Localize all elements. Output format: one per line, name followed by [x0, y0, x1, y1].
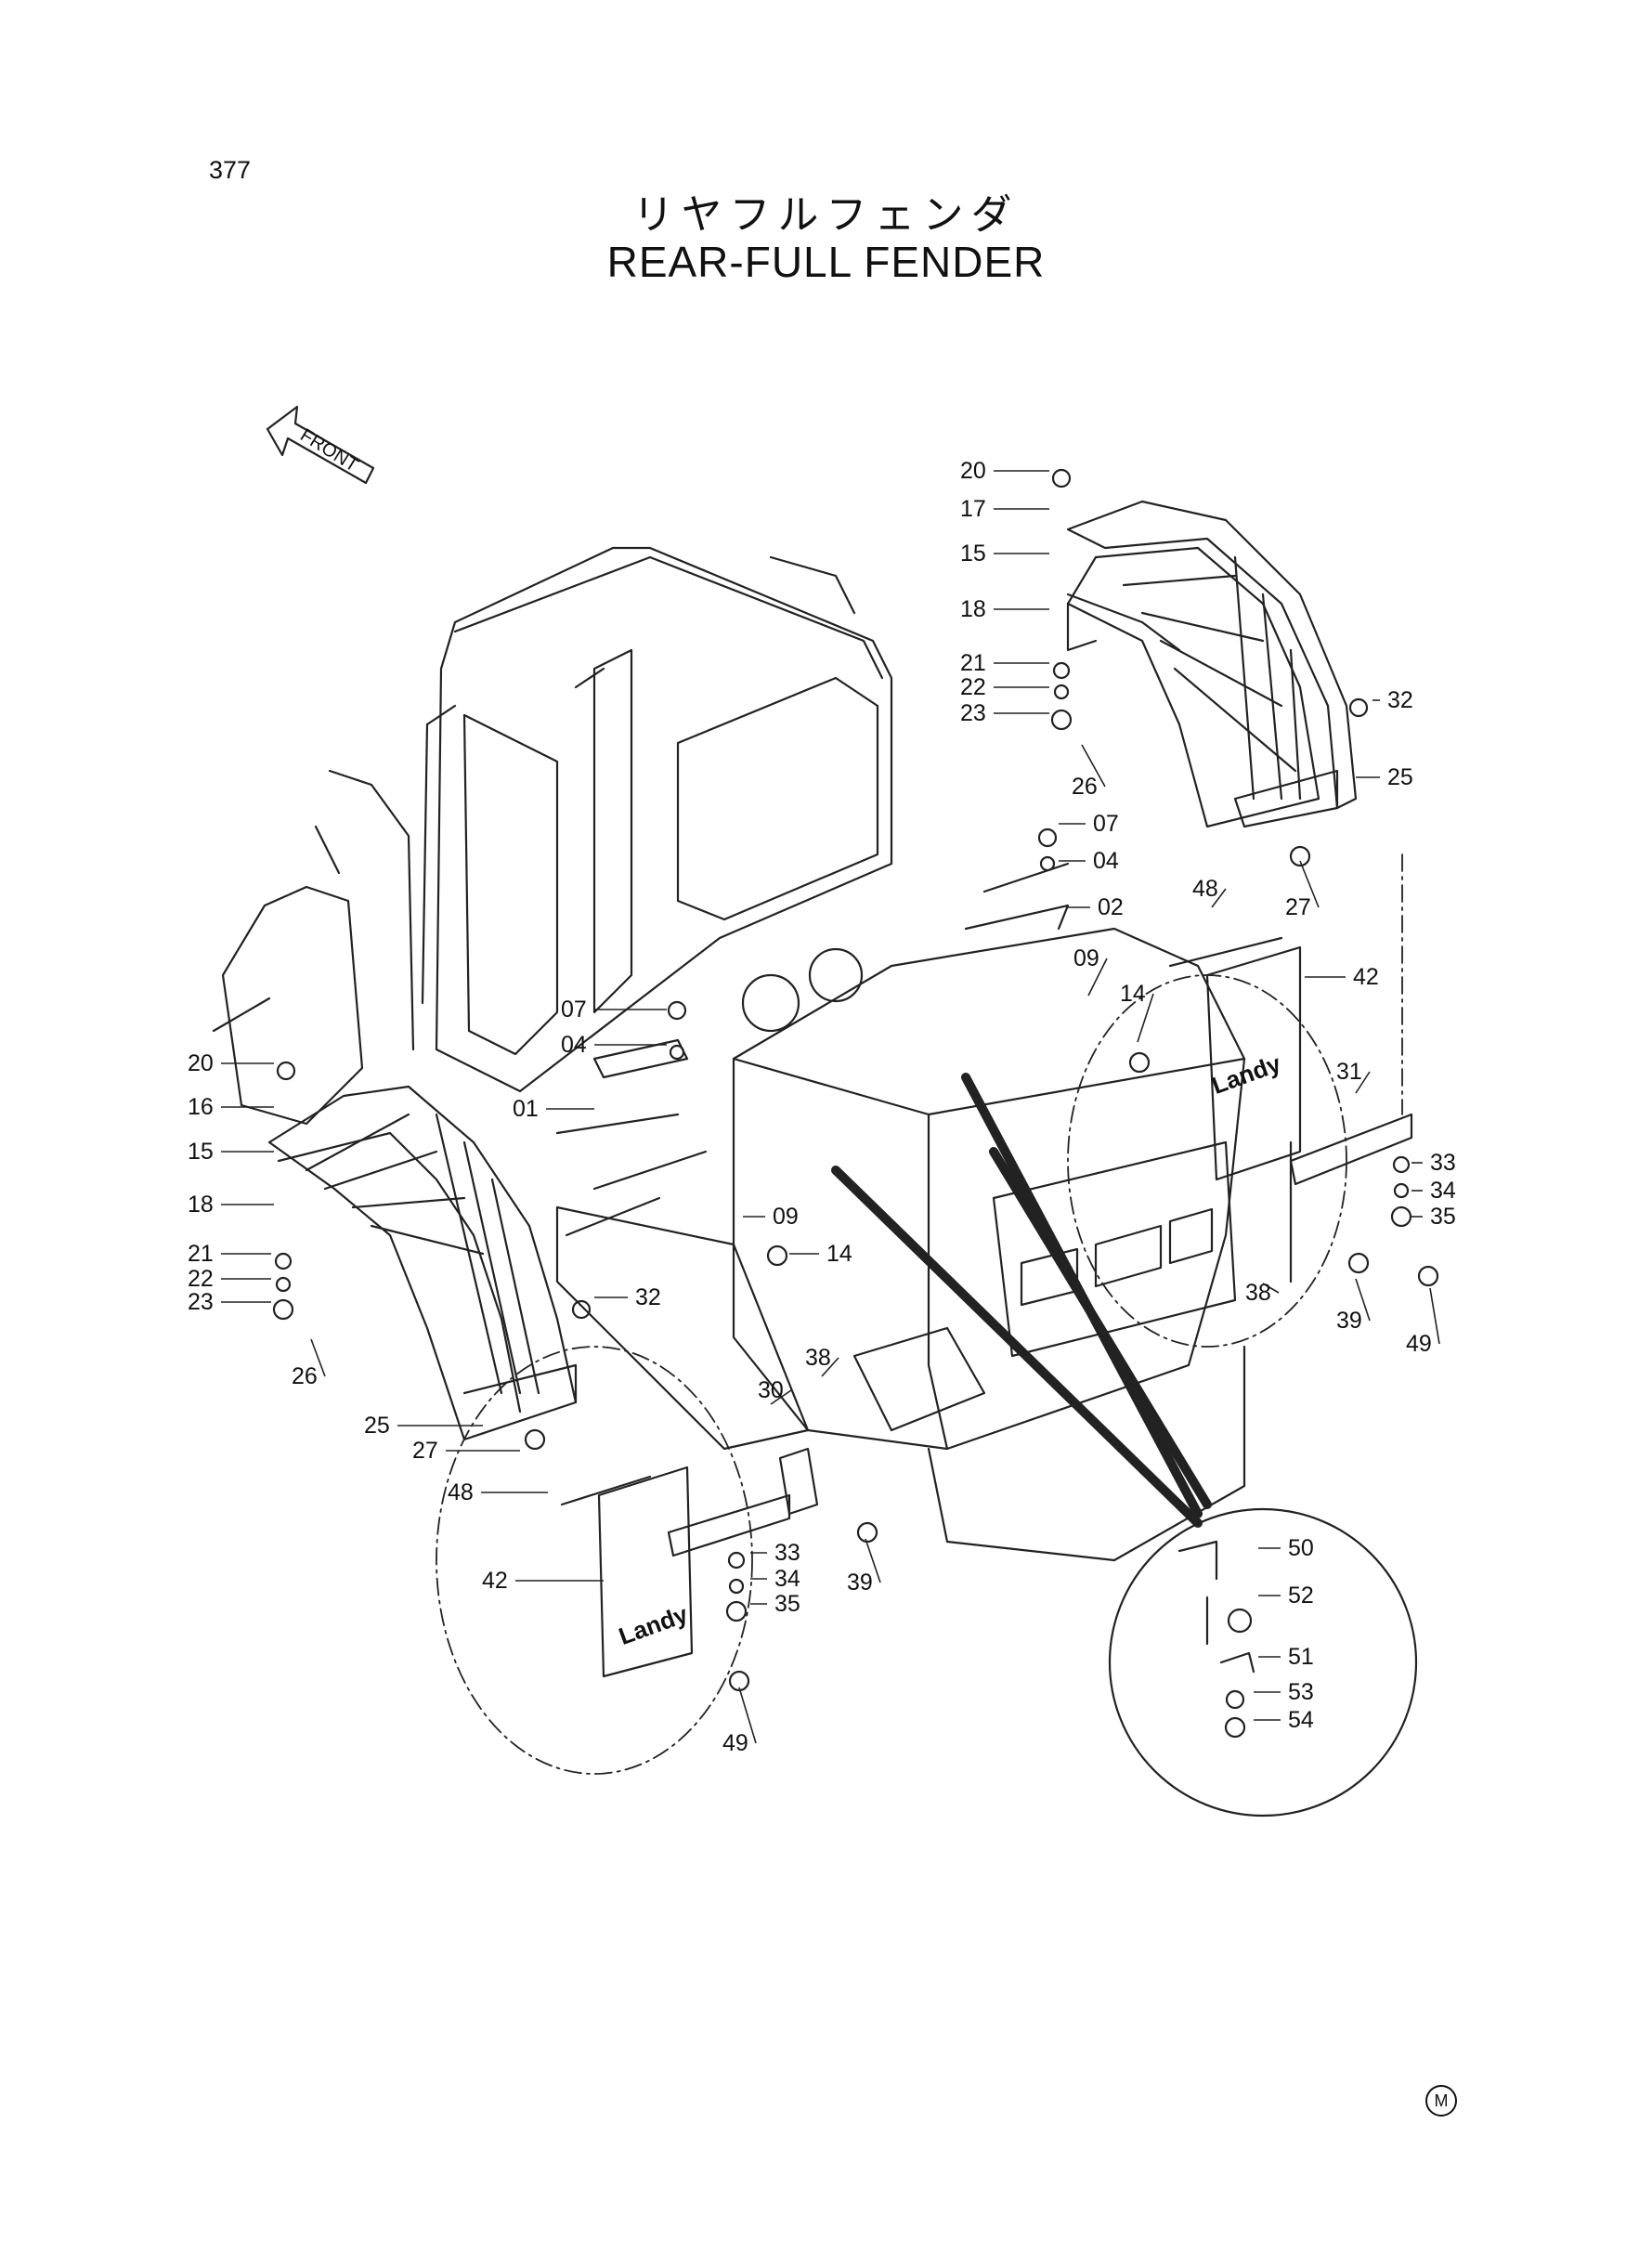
brand-text-right: Landy — [1208, 1049, 1285, 1100]
callout-leader — [770, 1389, 792, 1405]
callout-label-14: 14 — [826, 1241, 852, 1267]
callout-leader — [310, 1338, 326, 1377]
callout-label-21: 21 — [960, 650, 986, 676]
callout-label-39: 39 — [1336, 1308, 1362, 1334]
hardware-glyphs — [272, 468, 1439, 1692]
cab-outline — [421, 546, 893, 1093]
callout-label-16: 16 — [188, 1094, 214, 1120]
callout-label-30: 30 — [758, 1377, 784, 1403]
callout-label-09: 09 — [773, 1204, 799, 1230]
callout-label-22: 22 — [960, 674, 986, 700]
callout-label-32: 32 — [635, 1284, 661, 1310]
callout-label-31: 31 — [1336, 1059, 1362, 1085]
callout-label-39: 39 — [847, 1570, 873, 1596]
callout-leader — [1211, 888, 1227, 908]
callout-label-33: 33 — [1430, 1150, 1456, 1176]
callout-leader — [1429, 1287, 1440, 1345]
callout-label-26: 26 — [1072, 774, 1098, 800]
wheel-outlines — [436, 853, 1403, 1775]
callout-label-04: 04 — [561, 1032, 587, 1058]
callout-label-26: 26 — [292, 1363, 318, 1389]
callout-label-27: 27 — [412, 1438, 438, 1464]
title-english: REAR-FULL FENDER — [606, 238, 1046, 286]
callout-leader — [1262, 1283, 1280, 1294]
callout-label-02: 02 — [1098, 894, 1124, 920]
callout-label-49: 49 — [1406, 1331, 1432, 1357]
callout-label-18: 18 — [188, 1192, 214, 1218]
callout-label-42: 42 — [482, 1568, 508, 1594]
brand-text-left: Landy — [615, 1599, 692, 1650]
callout-leader — [1081, 744, 1106, 788]
callout-label-38: 38 — [805, 1345, 831, 1371]
page-number: 377 — [209, 156, 252, 184]
callout-label-22: 22 — [188, 1266, 214, 1292]
callout-label-07: 07 — [561, 997, 587, 1023]
callout-label-33: 33 — [774, 1540, 800, 1566]
callout-label-23: 23 — [960, 700, 986, 726]
callout-label-35: 35 — [774, 1591, 800, 1617]
callout-label-09: 09 — [1073, 945, 1099, 971]
callout-label-23: 23 — [188, 1289, 214, 1315]
callout-label-25: 25 — [1387, 764, 1413, 790]
callout-label-27: 27 — [1285, 894, 1311, 920]
callout-leader — [821, 1357, 839, 1377]
callout-label-14: 14 — [1120, 981, 1146, 1007]
callout-label-49: 49 — [722, 1730, 748, 1756]
boom-outline — [212, 769, 415, 1126]
callout-label-51: 51 — [1288, 1644, 1314, 1670]
callout-label-20: 20 — [188, 1050, 214, 1076]
callout-label-54: 54 — [1288, 1707, 1314, 1733]
callout-label-07: 07 — [1093, 811, 1119, 837]
callout-label-42: 42 — [1353, 964, 1379, 990]
mud-flap-left — [560, 1466, 694, 1678]
front-arrow-label: FRONT — [296, 425, 361, 476]
callout-label-04: 04 — [1093, 848, 1119, 874]
callout-label-25: 25 — [364, 1413, 390, 1439]
callout-label-15: 15 — [188, 1139, 214, 1165]
callout-label-15: 15 — [960, 541, 986, 567]
front-arrow-icon: FRONT — [266, 405, 375, 485]
callout-label-48: 48 — [1192, 876, 1218, 902]
mud-flap-right — [1168, 936, 1302, 1283]
rear-fender-right — [1066, 500, 1358, 828]
callout-label-32: 32 — [1387, 687, 1413, 713]
callout-label-01: 01 — [513, 1096, 539, 1122]
callout-leader — [738, 1687, 757, 1744]
callout-label-18: 18 — [960, 596, 986, 622]
rear-fender-left — [267, 1085, 578, 1441]
mount-brackets — [555, 862, 1413, 1557]
callout-leader — [1355, 1071, 1371, 1094]
callout-leader — [865, 1538, 881, 1583]
callout-label-48: 48 — [448, 1479, 474, 1505]
callout-label-52: 52 — [1288, 1583, 1314, 1609]
callout-label-34: 34 — [1430, 1178, 1456, 1204]
callout-leader — [1087, 958, 1108, 997]
callout-label-50: 50 — [1288, 1535, 1314, 1561]
callout-label-20: 20 — [960, 458, 986, 484]
callout-label-35: 35 — [1430, 1204, 1456, 1230]
callout-label-34: 34 — [774, 1566, 800, 1592]
callout-label-21: 21 — [188, 1241, 214, 1267]
part-callouts: 2017151821222326322527070402484209143133… — [188, 458, 1456, 1756]
callout-leader — [1137, 993, 1154, 1043]
detail-inset — [831, 1073, 1418, 1818]
callout-label-53: 53 — [1288, 1679, 1314, 1705]
callout-label-17: 17 — [960, 496, 986, 522]
machine-body-outline — [555, 927, 1246, 1562]
callout-leader — [1299, 860, 1320, 908]
callout-leader — [1355, 1278, 1371, 1322]
callout-label-38: 38 — [1245, 1280, 1271, 1306]
title-japanese: リヤフルフェンダ — [632, 191, 1020, 239]
corner-mark: M — [1425, 2085, 1457, 2117]
